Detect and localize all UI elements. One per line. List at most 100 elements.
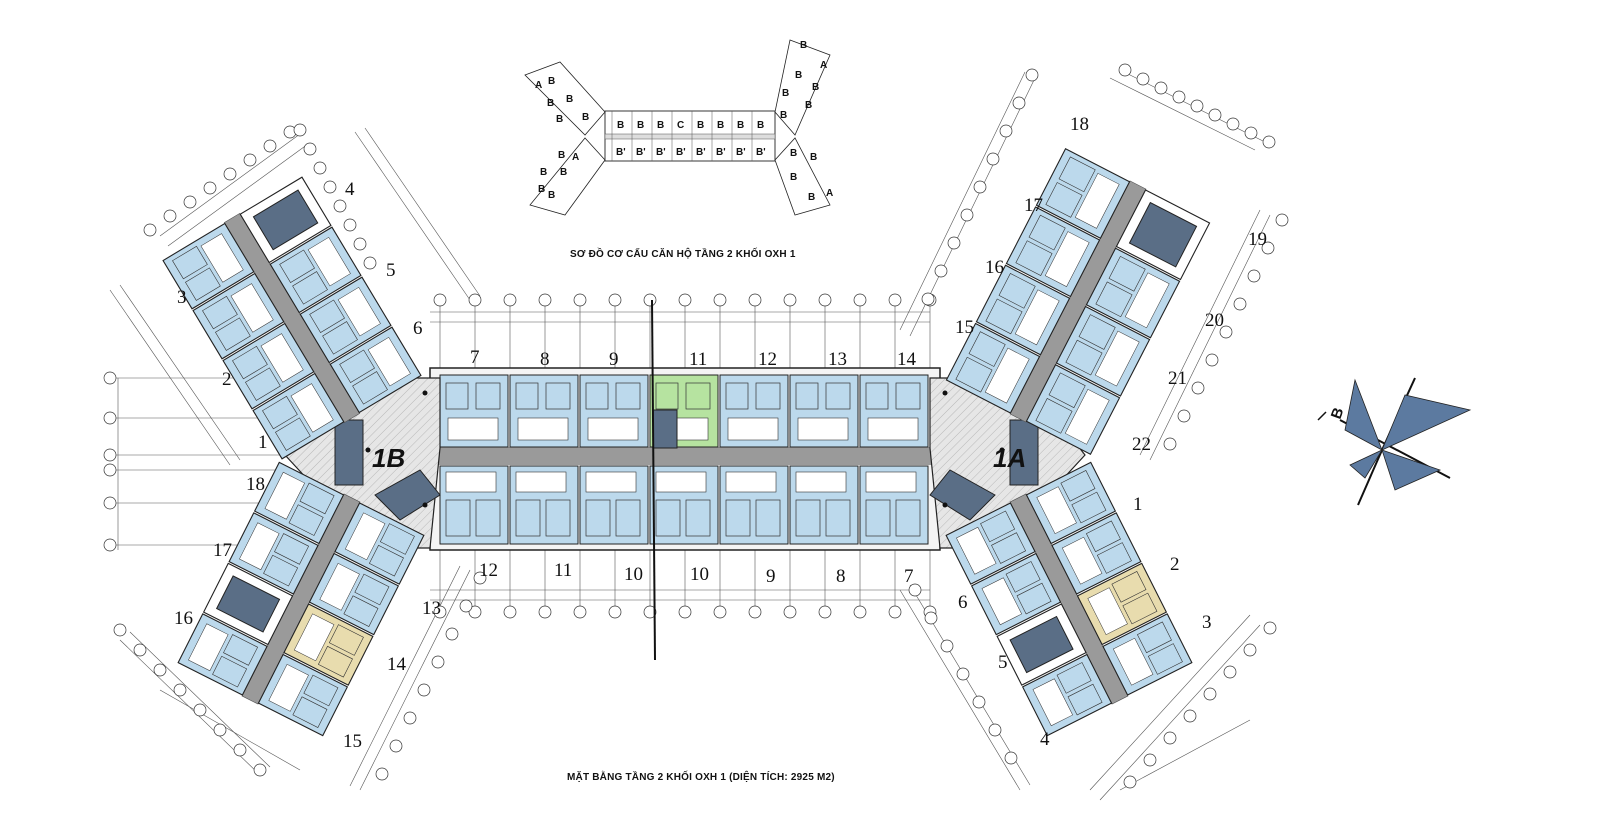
grid-bubble [223, 167, 237, 181]
unit-number: 9 [609, 349, 619, 370]
column-dot [942, 390, 948, 396]
room [288, 504, 324, 536]
grid-bubble [133, 643, 147, 657]
wing-1b-upper [162, 176, 422, 460]
room [755, 499, 781, 537]
wing-corridor [1009, 180, 1147, 423]
schema-unit-letter: A [820, 60, 827, 71]
apartment-unit [283, 603, 374, 686]
unit-number: 4 [1040, 729, 1050, 750]
unit-number: 5 [386, 260, 396, 281]
apartment-unit [299, 276, 392, 364]
apartment-unit [192, 272, 285, 360]
grid-bubble [1233, 297, 1247, 311]
apartment-unit [334, 502, 425, 585]
schema-unit-letter: B [560, 167, 567, 178]
schema-unit-letter: B [548, 190, 555, 201]
room [322, 321, 358, 355]
grid-bubble [433, 293, 447, 307]
schema-unit-letter: B [805, 100, 812, 111]
grid-bubble [1263, 621, 1277, 635]
apartment-unit [1055, 305, 1151, 397]
grid-bubble [1191, 381, 1205, 395]
column-dot [422, 502, 428, 508]
grid-bubble [445, 627, 459, 641]
schema-unit-letter: B' [616, 147, 626, 158]
schema-unit-letter: C [677, 120, 684, 131]
living-room [956, 526, 997, 575]
room [303, 674, 339, 707]
dimension-line [354, 131, 471, 301]
grid-bubble [973, 180, 987, 194]
room [172, 245, 208, 280]
grid-bubble [818, 605, 832, 619]
room [1108, 255, 1146, 292]
room [585, 499, 611, 537]
apartment-unit [1025, 364, 1121, 455]
wing-corridor [223, 212, 361, 424]
dimension-line [159, 689, 301, 771]
living-room [587, 417, 639, 441]
living-room [1014, 289, 1060, 346]
room [352, 371, 388, 405]
grid-bubble [713, 605, 727, 619]
grid-bubble [999, 124, 1013, 138]
unit-number: 16 [174, 608, 193, 629]
room [615, 499, 641, 537]
apartment-unit [1005, 206, 1101, 298]
room [445, 382, 469, 410]
grid-bubble [573, 605, 587, 619]
living-room [727, 417, 779, 441]
grid-bubble [468, 605, 482, 619]
unit-number: 17 [213, 540, 232, 561]
center-stair-core [652, 409, 678, 449]
living-room [447, 417, 499, 441]
room [263, 554, 299, 587]
grid-bubble [934, 264, 948, 278]
unit-number: 14 [387, 654, 407, 675]
room [1065, 339, 1103, 376]
living-room [264, 471, 305, 520]
grid-bubble [293, 123, 307, 137]
stair-icon [252, 189, 319, 251]
schema-unit-letter: B [566, 94, 573, 105]
schema-unit-letter: B [637, 120, 644, 131]
living-room [865, 471, 917, 493]
unit-number: 3 [177, 287, 187, 308]
room [223, 634, 259, 666]
unit-number: 7 [470, 347, 480, 368]
grid-bubble [1004, 751, 1018, 765]
room [475, 499, 501, 537]
room [299, 482, 335, 515]
grid-bubble [956, 667, 970, 681]
grid-bubble [888, 605, 902, 619]
room [865, 382, 889, 410]
room [991, 532, 1027, 564]
grid-bubble [713, 293, 727, 307]
room [755, 382, 781, 410]
schema-unit-letter: B [538, 184, 545, 195]
room [998, 273, 1036, 309]
living-room [268, 663, 309, 712]
unit-number: 17 [1024, 195, 1043, 216]
grid-bubble [1118, 63, 1132, 77]
grid-bubble [433, 605, 447, 619]
room [825, 382, 851, 410]
room [215, 317, 251, 351]
grid-bubble [1208, 108, 1222, 122]
grid-bubble [921, 292, 935, 306]
schema-unit-letter: B' [656, 147, 666, 158]
schema-unit-letter: B' [716, 147, 726, 158]
apartment-unit [257, 653, 349, 737]
grid-bubble [343, 218, 357, 232]
living-room [1064, 388, 1110, 445]
block-label-1b: 1B [372, 443, 405, 473]
room [445, 499, 471, 537]
schema-unit-letter: B [800, 40, 807, 51]
grid-bubble [1262, 135, 1276, 149]
grid-bubble [193, 703, 207, 717]
grid-bubble [748, 293, 762, 307]
apartment-unit [945, 322, 1041, 414]
